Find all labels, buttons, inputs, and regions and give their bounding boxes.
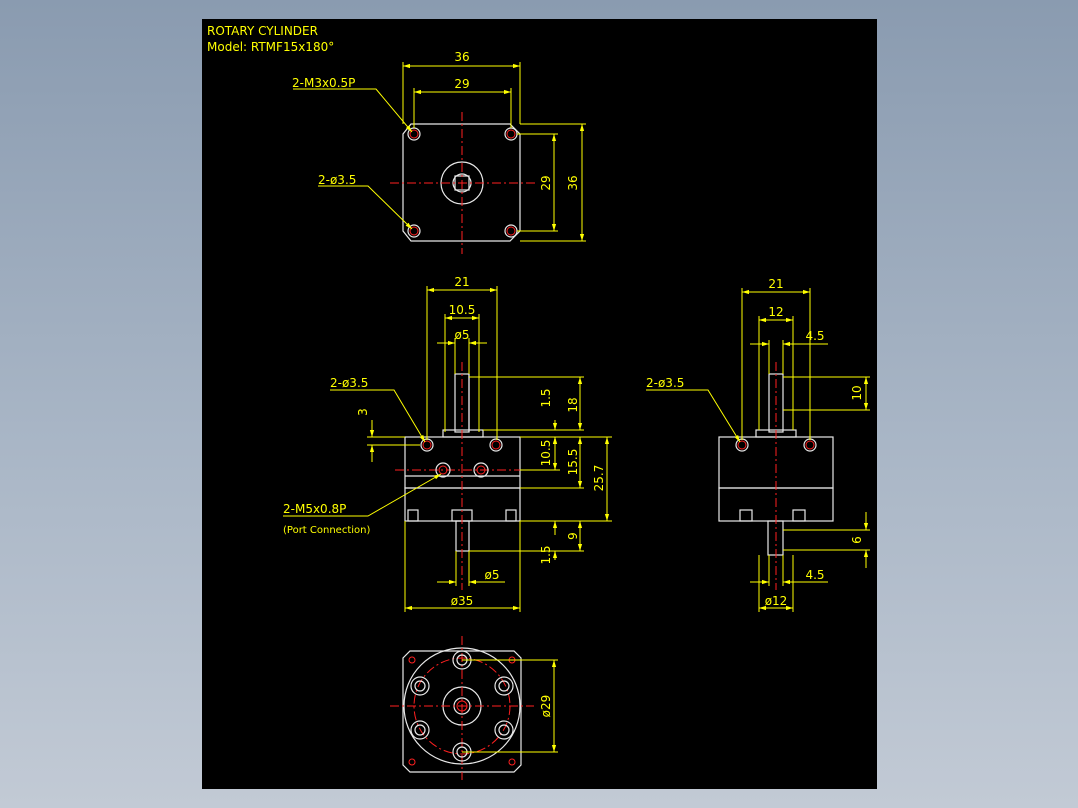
callout-port-note: (Port Connection) <box>283 525 370 536</box>
callout-hole-side: 2-ø3.5 <box>646 376 684 390</box>
callout-thread: 2-M3x0.5P <box>292 76 355 90</box>
model-label: Model: RTMF15x180° <box>207 40 334 54</box>
dim-side-width: 21 <box>768 277 783 291</box>
dim-body-upper: 15.5 <box>566 449 580 476</box>
dim-side-center: 12 <box>768 305 783 319</box>
dim-side-shaft-top: 4.5 <box>805 329 824 343</box>
dim-flange: ø35 <box>451 594 474 608</box>
dim-pcd: ø29 <box>539 695 553 718</box>
top-view <box>293 62 586 254</box>
bottom-view <box>390 636 558 780</box>
drawing-sheet <box>202 19 877 789</box>
drawing-title: ROTARY CYLINDER <box>207 24 318 38</box>
dim-lower-shaft: 9 <box>566 532 580 540</box>
front-view <box>283 286 612 612</box>
callout-hole-top: 2-ø3.5 <box>318 173 356 187</box>
dim-shaft-step: 1.5 <box>539 388 553 407</box>
dim-hole-pitch-x: 29 <box>454 77 469 91</box>
dim-hole-offset: 3 <box>356 408 370 416</box>
dim-side-boss: ø12 <box>765 594 788 608</box>
dim-side-shaft-bottom: 4.5 <box>805 568 824 582</box>
dim-port-height: 10.5 <box>539 440 553 467</box>
dim-shaft-len: 18 <box>566 397 580 412</box>
dim-lower-step: 1.5 <box>539 545 553 564</box>
dim-side-lower-len: 6 <box>850 536 864 544</box>
callout-port: 2-M5x0.8P <box>283 502 346 516</box>
dim-body-width: 21 <box>454 275 469 289</box>
dim-hole-pitch-y: 29 <box>539 175 553 190</box>
callout-hole-front: 2-ø3.5 <box>330 376 368 390</box>
dim-body-total: 25.7 <box>592 465 606 492</box>
dim-shaft-bottom: ø5 <box>485 568 500 582</box>
dim-side-shaft-len: 10 <box>850 385 864 400</box>
dim-outer-width: 36 <box>454 50 469 64</box>
dim-outer-height: 36 <box>566 175 580 190</box>
dim-shaft-top: ø5 <box>455 328 470 342</box>
dim-half-width: 10.5 <box>449 303 476 317</box>
side-view <box>646 288 870 612</box>
